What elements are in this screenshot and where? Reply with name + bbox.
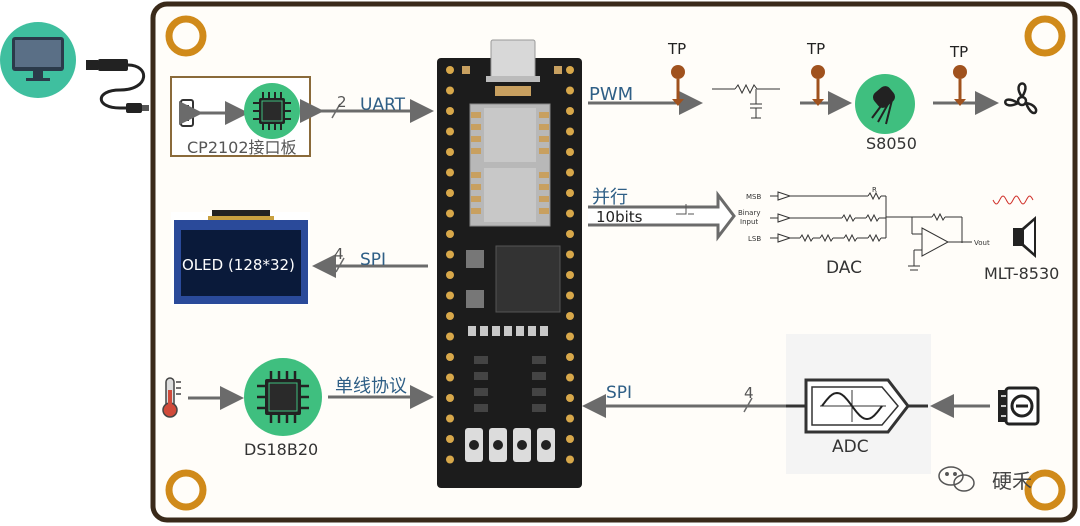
potentiometer-icon [998,386,1040,426]
header-pin [566,291,574,300]
header-pin [446,353,454,361]
header-pin [566,435,574,443]
header-pin [566,189,574,197]
header-pin [446,394,454,402]
mount-hole [1024,15,1066,57]
cp2102-label: CP2102接口板 [187,138,297,157]
watermark-label: 硬禾 [992,469,1032,493]
header-pin [566,373,574,382]
fan-icon [1004,82,1038,115]
header-pin [446,127,454,136]
dac-lsb-label: LSB [748,235,761,243]
pwm-label: PWM [589,84,633,105]
mount-hole [165,15,207,57]
ds18b20-label: DS18B20 [244,440,318,459]
header-pin [446,312,454,320]
adc-block [786,378,928,434]
one-wire-label: 单线协议 [335,376,407,397]
header-pin [566,230,574,238]
adc-label: ADC [832,437,869,457]
parallel-bus-arrow [588,190,736,242]
dac-binary-label: Binary [738,209,761,217]
spi-oled-bus-slash [335,257,345,273]
header-pin [566,209,574,218]
bus-waveform [676,204,694,215]
resistor-label: R [872,186,877,194]
header-pin [446,414,454,423]
header-pin [446,209,454,218]
rc-filter-schematic [712,83,780,119]
header-pin [446,168,454,177]
dac-msb-label: MSB [746,193,761,201]
header-pin [566,107,574,115]
header-pin [566,127,574,136]
header-pin [446,66,454,74]
oled-label: OLED (128*32) [182,256,295,274]
dac-input-label: Input [740,218,758,226]
header-pin [566,353,574,361]
header-pin [566,394,574,402]
header-pin [446,107,454,115]
oled-display [171,210,310,305]
header-pin [446,148,454,156]
tp-label: TP [806,40,825,58]
header-pin [446,271,454,279]
mcu-board [437,39,582,488]
test-point [671,65,685,106]
dac-schematic [770,191,972,271]
spi-adc-label: SPI [606,383,632,403]
spi-oled-label: SPI [360,250,386,270]
header-pin [446,230,454,238]
header-pin [566,66,574,74]
speaker-label: MLT-8530 [984,264,1059,283]
bits-label: 10bits [596,208,643,226]
mcu-header-pins [446,66,574,464]
parallel-label: 并行 [592,187,628,208]
header-pin [446,455,454,464]
usb-cable-icon [86,59,149,113]
dac-vout-label: Vout [974,239,990,247]
ds18b20-chip-icon [244,358,322,436]
header-pin [566,250,574,259]
monitor-icon [0,22,76,98]
test-point [811,65,825,106]
thermometer-icon [162,377,181,418]
transistor-icon [855,74,915,134]
cp2102-chip-icon [244,83,300,139]
header-pin [446,86,454,95]
header-pin [446,332,454,341]
wechat-icon [938,466,975,492]
uart-bus-slash [331,103,341,119]
uart-label: UART [360,95,406,115]
header-pin [566,271,574,279]
header-pin [566,86,574,95]
mount-hole [165,469,207,511]
header-pin [566,455,574,464]
uart-count-label: 2 [337,93,347,111]
spi-oled-count-label: 4 [334,245,344,263]
header-pin [446,373,454,382]
header-pin [566,414,574,423]
header-pin [566,168,574,177]
test-point [953,65,967,106]
header-pin [566,332,574,341]
s8050-label: S8050 [866,134,917,153]
header-pin [446,291,454,300]
mount-hole [1024,469,1066,511]
header-pin [566,148,574,156]
header-pin [446,189,454,197]
spi-adc-bus-slash [743,397,753,413]
header-pin [446,435,454,443]
header-pin [566,312,574,320]
spi-adc-count-label: 4 [744,384,754,402]
tp-label: TP [949,43,968,61]
dac-label: DAC [826,258,862,278]
header-pin [446,250,454,259]
tp-label: TP [667,40,686,58]
sine-wave-icon [992,195,1034,205]
speaker-icon [1013,216,1036,258]
